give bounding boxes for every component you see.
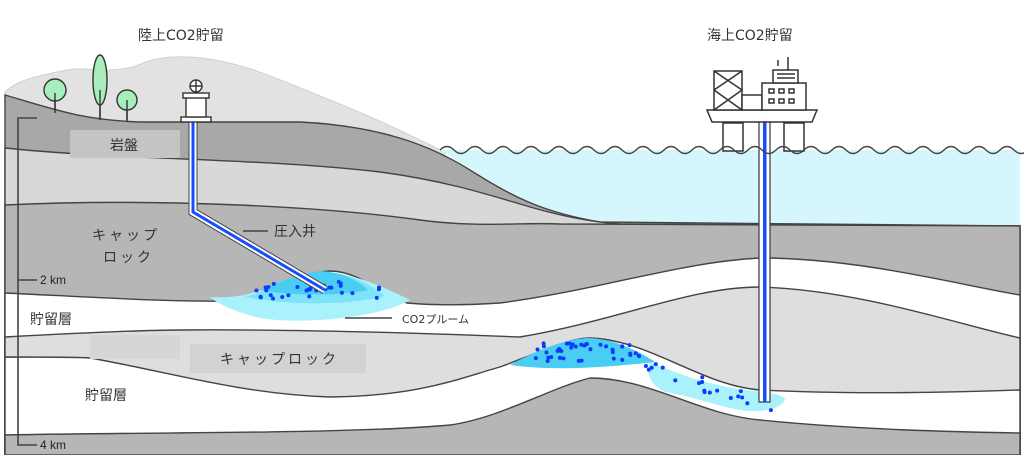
co2-dot: [350, 291, 355, 296]
co2-dot: [697, 381, 702, 386]
co2-dot: [271, 281, 276, 286]
co2-dot: [700, 380, 705, 385]
wellhead-icon: [180, 79, 212, 123]
reservoir-label-upper: 貯留層: [30, 312, 72, 328]
co2-dot: [268, 293, 273, 298]
co2-dot: [653, 362, 658, 367]
co2-dot: [673, 378, 678, 383]
co2-dot: [740, 395, 745, 400]
co2-dot: [707, 390, 712, 395]
co2-dot: [604, 344, 609, 349]
co2-dot: [338, 283, 343, 288]
co2-dot: [637, 354, 642, 359]
co2-dot: [646, 367, 651, 372]
injection-well-label: 圧入井: [274, 224, 316, 240]
bedrock-label-box: [70, 130, 180, 158]
sea-surface-waves: [439, 145, 1024, 155]
co2-dot: [643, 364, 648, 369]
tree-icon: [43, 78, 67, 113]
co2-dot: [738, 389, 743, 394]
co2-dot: [611, 356, 616, 361]
co2-dot: [768, 408, 773, 413]
co2-dot: [620, 344, 625, 349]
co2-dot: [573, 344, 578, 349]
co2-dot: [700, 375, 705, 380]
tall-tree-icon: [92, 54, 108, 120]
co2-dot: [295, 285, 300, 290]
co2-dot: [374, 295, 379, 300]
offshore-injection-well: [758, 119, 771, 403]
caprock-label-line2: ロック: [103, 250, 154, 266]
bedrock-label: 岩盤: [110, 138, 138, 154]
offshore-title: 海上CO2貯留: [707, 28, 793, 44]
co2-dot: [545, 358, 550, 363]
offshore-co2-plume: [510, 338, 785, 413]
depth-label-4km: 4 km: [40, 438, 66, 452]
co2-dot: [307, 294, 312, 299]
caprock-label-lower: キャップロック: [220, 352, 339, 368]
tree-icon: [116, 89, 138, 122]
co2-dot: [620, 357, 625, 362]
co2-dot: [535, 347, 540, 352]
co2-dot: [628, 352, 633, 357]
co2-dot: [258, 295, 263, 300]
co2-dot: [584, 342, 589, 347]
co2-dot: [533, 356, 538, 361]
co2-dot: [745, 401, 750, 406]
co2-dot: [271, 296, 276, 301]
onshore-title: 陸上CO2貯留: [138, 28, 224, 44]
co2-dot: [576, 358, 581, 363]
co2-plume-label: CO2プルーム: [402, 313, 469, 326]
co2-dot: [649, 365, 654, 370]
co2-dot: [660, 365, 665, 370]
co2-dot: [569, 345, 574, 350]
co2-dot: [728, 395, 733, 400]
co2-dot: [286, 293, 291, 298]
co2-dot: [561, 356, 566, 361]
co2-dot: [541, 344, 546, 349]
caprock-label-box: [190, 344, 366, 373]
caprock-label-line1: キャップ: [92, 228, 160, 244]
co2-dot: [564, 341, 569, 346]
co2-dot: [598, 342, 603, 347]
co2-dot: [702, 390, 707, 395]
depth-label-2km: 2 km: [40, 273, 66, 287]
co2-dot: [546, 355, 551, 360]
reservoir-label-lower: 貯留層: [85, 388, 127, 404]
offshore-platform-icon: [705, 57, 819, 152]
deep-rock-layer: [4, 377, 1021, 456]
co2-dot: [633, 351, 638, 356]
co2-dot: [736, 394, 741, 399]
onshore-injection-well: [188, 118, 328, 294]
co2-dot: [264, 288, 269, 293]
co2-dot: [254, 288, 259, 293]
co2-dot: [266, 285, 271, 290]
co2-dot: [544, 350, 549, 355]
co2-dot: [329, 285, 334, 290]
co2-dot: [588, 347, 593, 352]
co2-dot: [339, 290, 344, 295]
co2-dot: [376, 287, 381, 292]
co2-dot: [567, 341, 572, 346]
co2-dot: [610, 350, 615, 355]
sea: [440, 150, 1020, 226]
co2-dot: [557, 355, 562, 360]
co2-dot: [556, 348, 561, 353]
depth-scale: 2 km 4 km: [17, 117, 66, 452]
co2-dot: [715, 388, 720, 393]
co2-dot: [280, 295, 285, 300]
co2-dot: [559, 349, 564, 354]
co2-dot: [627, 343, 632, 348]
co2-dot: [570, 342, 575, 347]
